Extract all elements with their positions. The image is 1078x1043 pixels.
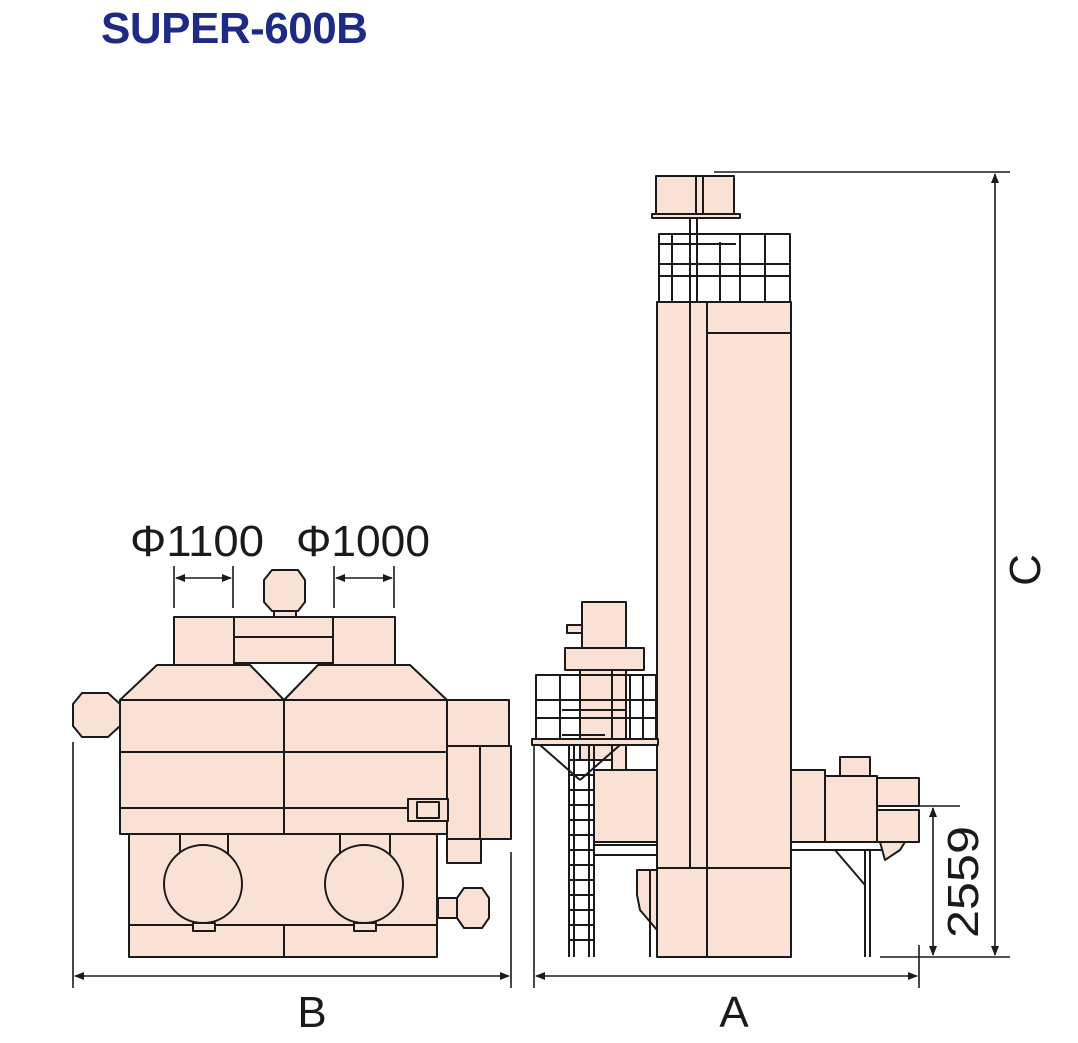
- ladder: [539, 744, 621, 957]
- top-fan-center: [233, 616, 334, 664]
- tower-base: [656, 867, 792, 958]
- roof-right: [283, 664, 448, 701]
- left-motor: [72, 692, 121, 738]
- lower-motor: [456, 887, 490, 929]
- elevator-head: [581, 601, 627, 649]
- top-fan-left: [173, 616, 235, 666]
- top-railing: [658, 218, 791, 303]
- fan-left: [163, 844, 243, 924]
- label-phi1100: Φ1100: [130, 517, 264, 566]
- label-2559: 2559: [939, 826, 988, 938]
- label-b: B: [297, 988, 326, 1037]
- label-a: A: [719, 988, 749, 1037]
- fan-right: [324, 844, 404, 924]
- label-phi1000: Φ1000: [296, 517, 430, 566]
- side-box: [446, 699, 510, 747]
- page-title: SUPER-600B: [101, 4, 368, 53]
- side-view: [531, 175, 920, 958]
- top-fan-right: [332, 616, 396, 666]
- right-duct: [790, 769, 826, 843]
- roof-left: [119, 664, 285, 701]
- dimension-lines: [72, 171, 1010, 988]
- front-view: [72, 569, 512, 958]
- top-motor: [263, 569, 306, 612]
- label-c: C: [1001, 554, 1050, 586]
- tower: [656, 301, 792, 869]
